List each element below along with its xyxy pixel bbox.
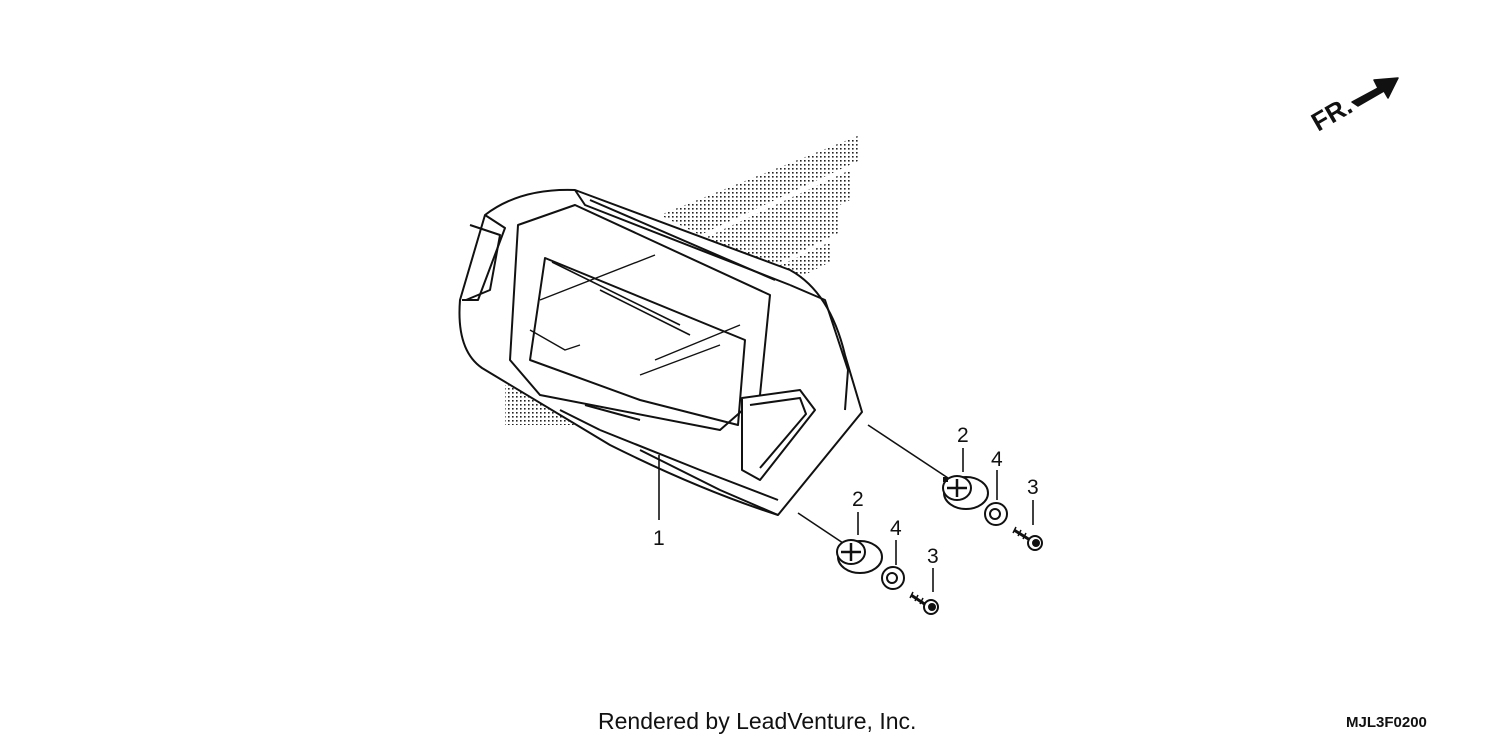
washer-upper	[984, 502, 1008, 526]
front-arrow-icon	[1351, 77, 1399, 107]
meter-assembly-drawing	[458, 188, 863, 516]
callout-part-2-upper: 2	[957, 424, 969, 447]
front-direction-label: FR.	[1306, 90, 1357, 137]
callout-part-3-upper: 3	[1027, 476, 1039, 499]
callout-part-1: 1	[653, 527, 665, 550]
leader-lines	[658, 424, 1034, 592]
callout-part-4-upper: 4	[991, 448, 1003, 471]
callout-part-3-lower: 3	[927, 545, 939, 568]
front-direction-indicator: FR.	[1306, 77, 1399, 137]
screw-lower	[909, 591, 939, 615]
grommet-lower	[836, 539, 883, 574]
footer-credit: Rendered by LeadVenture, Inc.	[598, 708, 917, 734]
washer-lower	[881, 566, 905, 590]
screw-upper	[1012, 526, 1043, 551]
diagram-code: MJL3F0200	[1346, 714, 1427, 731]
callout-part-2-lower: 2	[852, 488, 864, 511]
grommet-upper	[942, 475, 989, 510]
callout-part-4-lower: 4	[890, 517, 902, 540]
